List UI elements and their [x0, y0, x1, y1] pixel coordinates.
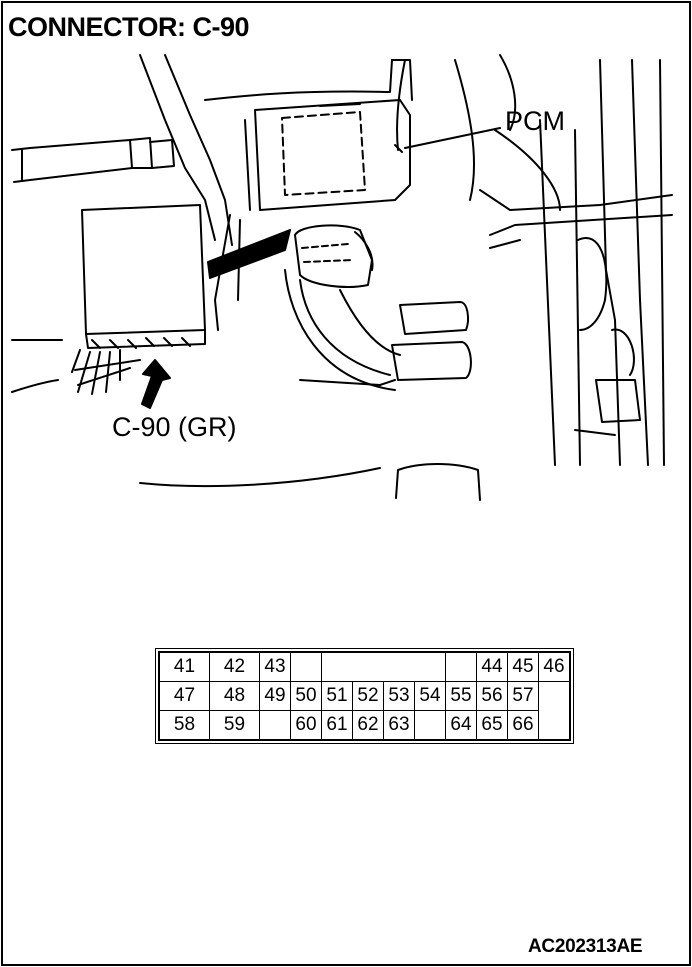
pin-cell: 47: [158, 681, 210, 711]
pin-cell-empty: [446, 652, 477, 682]
pin-cell-empty: [259, 710, 291, 741]
pin-cell: 44: [476, 651, 508, 682]
connector-location-illustration: [11, 54, 673, 501]
pin-cell-empty: [291, 652, 322, 682]
pin-cell: 57: [507, 681, 539, 711]
pin-cell: 45: [507, 651, 539, 682]
pin-cell-empty: [414, 710, 446, 741]
pin-row: 41 42 43 44 45 46: [158, 651, 571, 682]
pin-cell: 59: [209, 710, 260, 741]
pin-cell: 56: [476, 681, 508, 711]
figure-id: AC202313AE: [528, 936, 643, 957]
pin-cell: 43: [259, 651, 291, 682]
pin-cell: 65: [476, 710, 508, 741]
pin-cell: 61: [321, 710, 353, 741]
pin-cell: 58: [158, 710, 210, 741]
pin-cell: 54: [414, 681, 446, 711]
pin-cell: 51: [321, 681, 353, 711]
diagram-title: CONNECTOR: C-90: [8, 12, 250, 42]
pin-row: 58 59 60 61 62 63 64 65 66: [158, 710, 570, 741]
pin-cell: 41: [158, 651, 210, 682]
pcm-label: PCM: [505, 106, 565, 136]
pin-row: 47 48 49 50 51 52 53 54 55 56 57: [158, 681, 570, 711]
pin-cell: 46: [538, 651, 571, 682]
pin-cell: 62: [352, 710, 384, 741]
pin-cell: 53: [383, 681, 415, 711]
pin-cell: 42: [209, 651, 260, 682]
pin-cell: 50: [290, 681, 322, 711]
pin-cell: 63: [383, 710, 415, 741]
pin-cell: 52: [352, 681, 384, 711]
connector-label: C-90 (GR): [112, 412, 237, 442]
pin-cell: 60: [290, 710, 322, 741]
pin-cell: 55: [445, 681, 477, 711]
pin-cell: 49: [259, 681, 291, 711]
pin-cell: 64: [445, 710, 477, 741]
pin-cell: 66: [507, 710, 539, 741]
pin-cell-empty: [321, 651, 446, 682]
connector-pin-table: 41 42 43 44 45 46 47 48 49 50 51 52 53 5…: [155, 648, 574, 744]
pin-cell: 48: [209, 681, 260, 711]
